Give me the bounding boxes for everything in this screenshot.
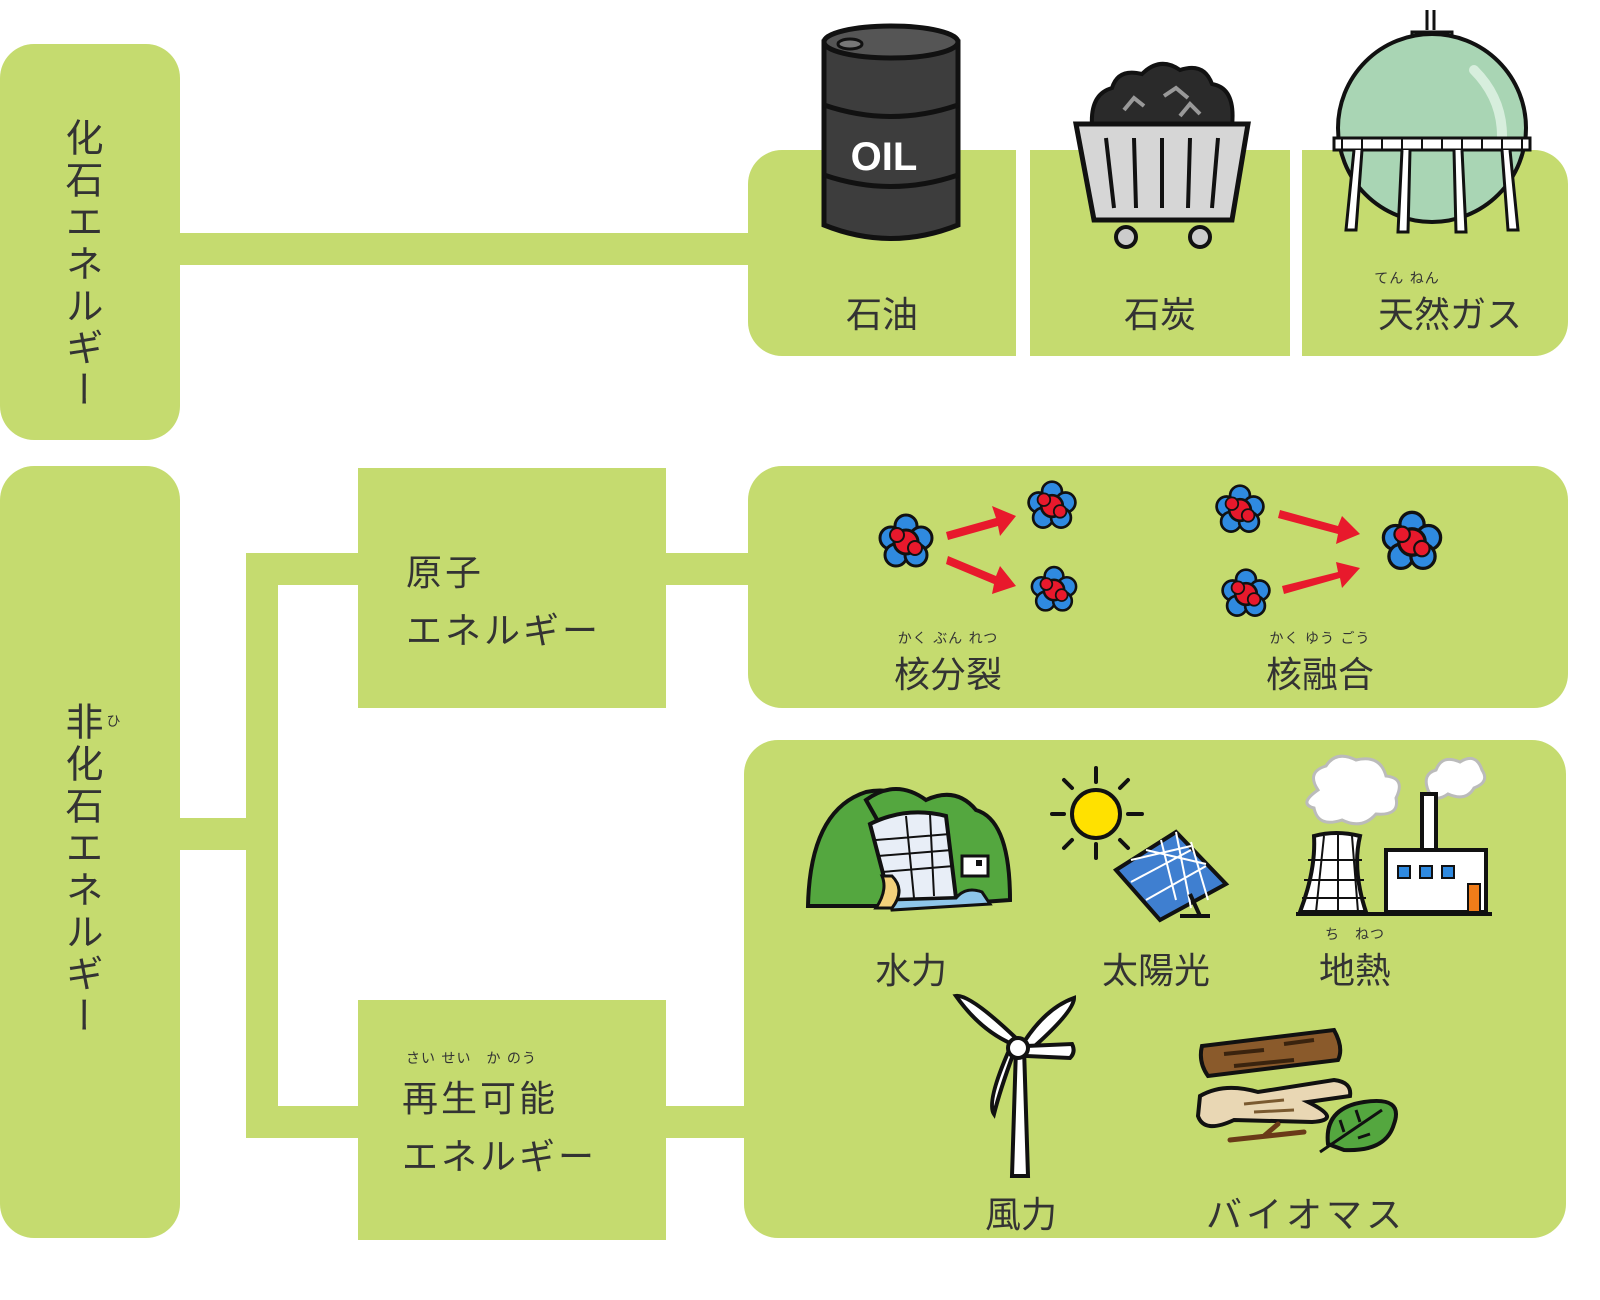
fusion-ruby: かく ゆう ごう [1269,631,1371,647]
geothermal-ruby: ち ねつ [1325,927,1385,943]
renewable-title-line1: 再生可能 [402,1079,559,1120]
nuclear-connector-out [664,553,754,585]
renewable-title-box [358,1000,666,1240]
fossil-connector [180,233,750,265]
renewable-ruby: さい せい か のう [406,1051,537,1067]
nonfossil-connector-h [180,818,250,850]
fusion-label: 核融合 [1265,655,1374,696]
solar-panel-icon [1050,766,1230,923]
nuclear-connector-in [246,553,360,585]
nuclear-title-line2: エネルギー [406,611,602,652]
fossil-category-label: 化石エネルギー [59,118,103,412]
hydro-label: 水力 [874,951,947,992]
geothermal-label: 地熱 [1318,951,1391,992]
wind-label: 風力 [984,1195,1057,1236]
biomass-label: バイオマス [1205,1195,1406,1236]
gas-ruby: てん ねん [1374,271,1440,287]
svg-text:OIL: OIL [851,135,918,179]
renewable-connector-out [664,1106,754,1138]
geothermal-plant-icon [1296,754,1492,916]
nonfossil-ruby: ひ [106,714,122,730]
nonfossil-category-box [0,466,180,1238]
hydro-dam-icon [805,787,1013,912]
gas-tank-icon [1332,10,1532,234]
fission-ruby: かく ぶん れつ [897,631,999,647]
wind-turbine-icon [952,993,1077,1178]
oil-drum-icon: OIL [821,23,961,241]
nuclear-fusion-icon [1215,484,1443,617]
oil-label: 石油 [845,295,918,336]
nuclear-items-box [748,466,1568,708]
renewable-connector-in [246,1106,360,1138]
nuclear-title-box [358,468,666,708]
renewable-title-line2: エネルギー [402,1137,598,1178]
fossil-category-box [0,44,180,440]
nuclear-fission-icon [878,480,1078,612]
nonfossil-connector-v [246,553,278,1138]
coal-label: 石炭 [1123,295,1196,336]
solar-label: 太陽光 [1101,951,1210,992]
biomass-icon [1195,1027,1398,1154]
coal-cart-icon [1072,62,1251,249]
nonfossil-category-label: 非化石エネルギー [59,702,103,1038]
gas-label: 天然ガス [1377,295,1522,336]
fission-label: 核分裂 [893,655,1002,696]
nuclear-title-line1: 原子 [406,553,485,594]
